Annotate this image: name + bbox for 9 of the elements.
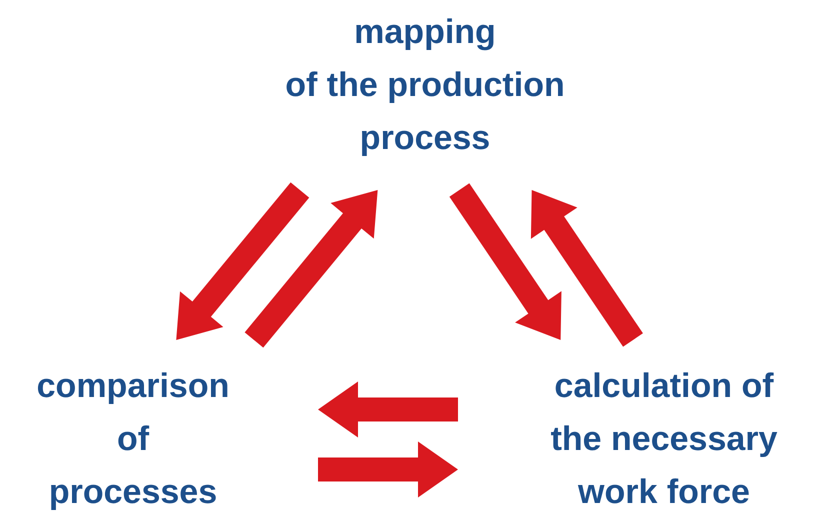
block-arrow [244,190,378,348]
block-arrow [449,183,562,340]
node-label: comparison of processes [36,366,230,513]
block-arrow [318,442,458,498]
block-arrow [530,190,643,347]
block-arrow [318,382,458,438]
node-label: mapping of the production process [284,12,566,159]
node-label: calculation of the necessary work force [550,366,778,513]
block-arrow [176,182,310,340]
